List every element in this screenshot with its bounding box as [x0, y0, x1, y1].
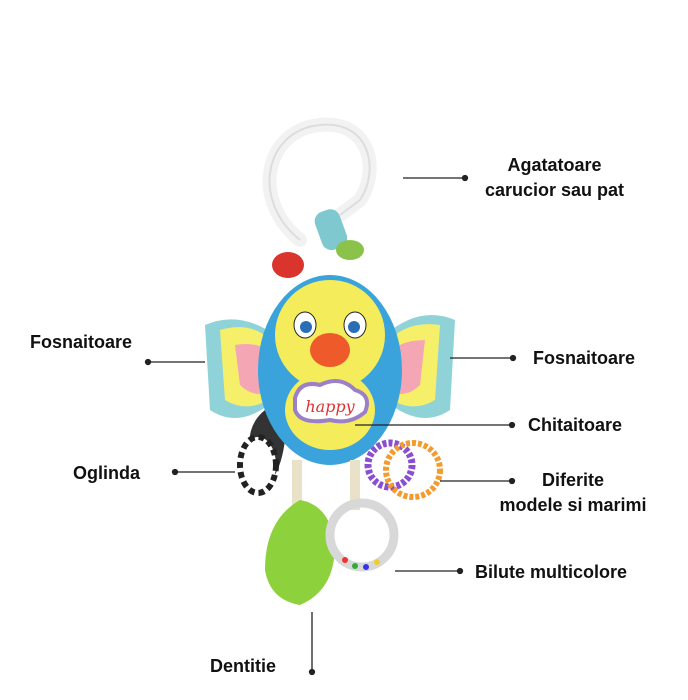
label-hanger: Agatatoare carucior sau pat	[462, 153, 647, 203]
label-rings-line2: modele si marimi	[499, 495, 647, 515]
label-beads: Bilute multicolore	[475, 562, 628, 582]
label-rings: Diferite modele si marimi	[478, 468, 668, 518]
teether-leaf	[265, 500, 335, 605]
toy-text: happy	[305, 397, 355, 416]
label-crinkle-right: Fosnaitoare	[533, 348, 636, 368]
bead-ring	[325, 498, 399, 572]
label-hanger-line1: Agatatoare	[507, 155, 602, 175]
label-hanger-line2: carucior sau pat	[484, 180, 625, 200]
label-teether: Dentitie	[210, 656, 277, 676]
label-rings-line1: Diferite	[541, 470, 604, 490]
leader-lines	[144, 174, 517, 676]
label-squeaker: Chitaitoare	[528, 415, 623, 435]
hook-icon	[262, 117, 377, 247]
orange-ring	[383, 440, 443, 500]
label-crinkle-left: Fosnaitoare	[30, 332, 133, 352]
label-mirror: Oglinda	[73, 463, 140, 483]
mirror	[237, 434, 279, 496]
